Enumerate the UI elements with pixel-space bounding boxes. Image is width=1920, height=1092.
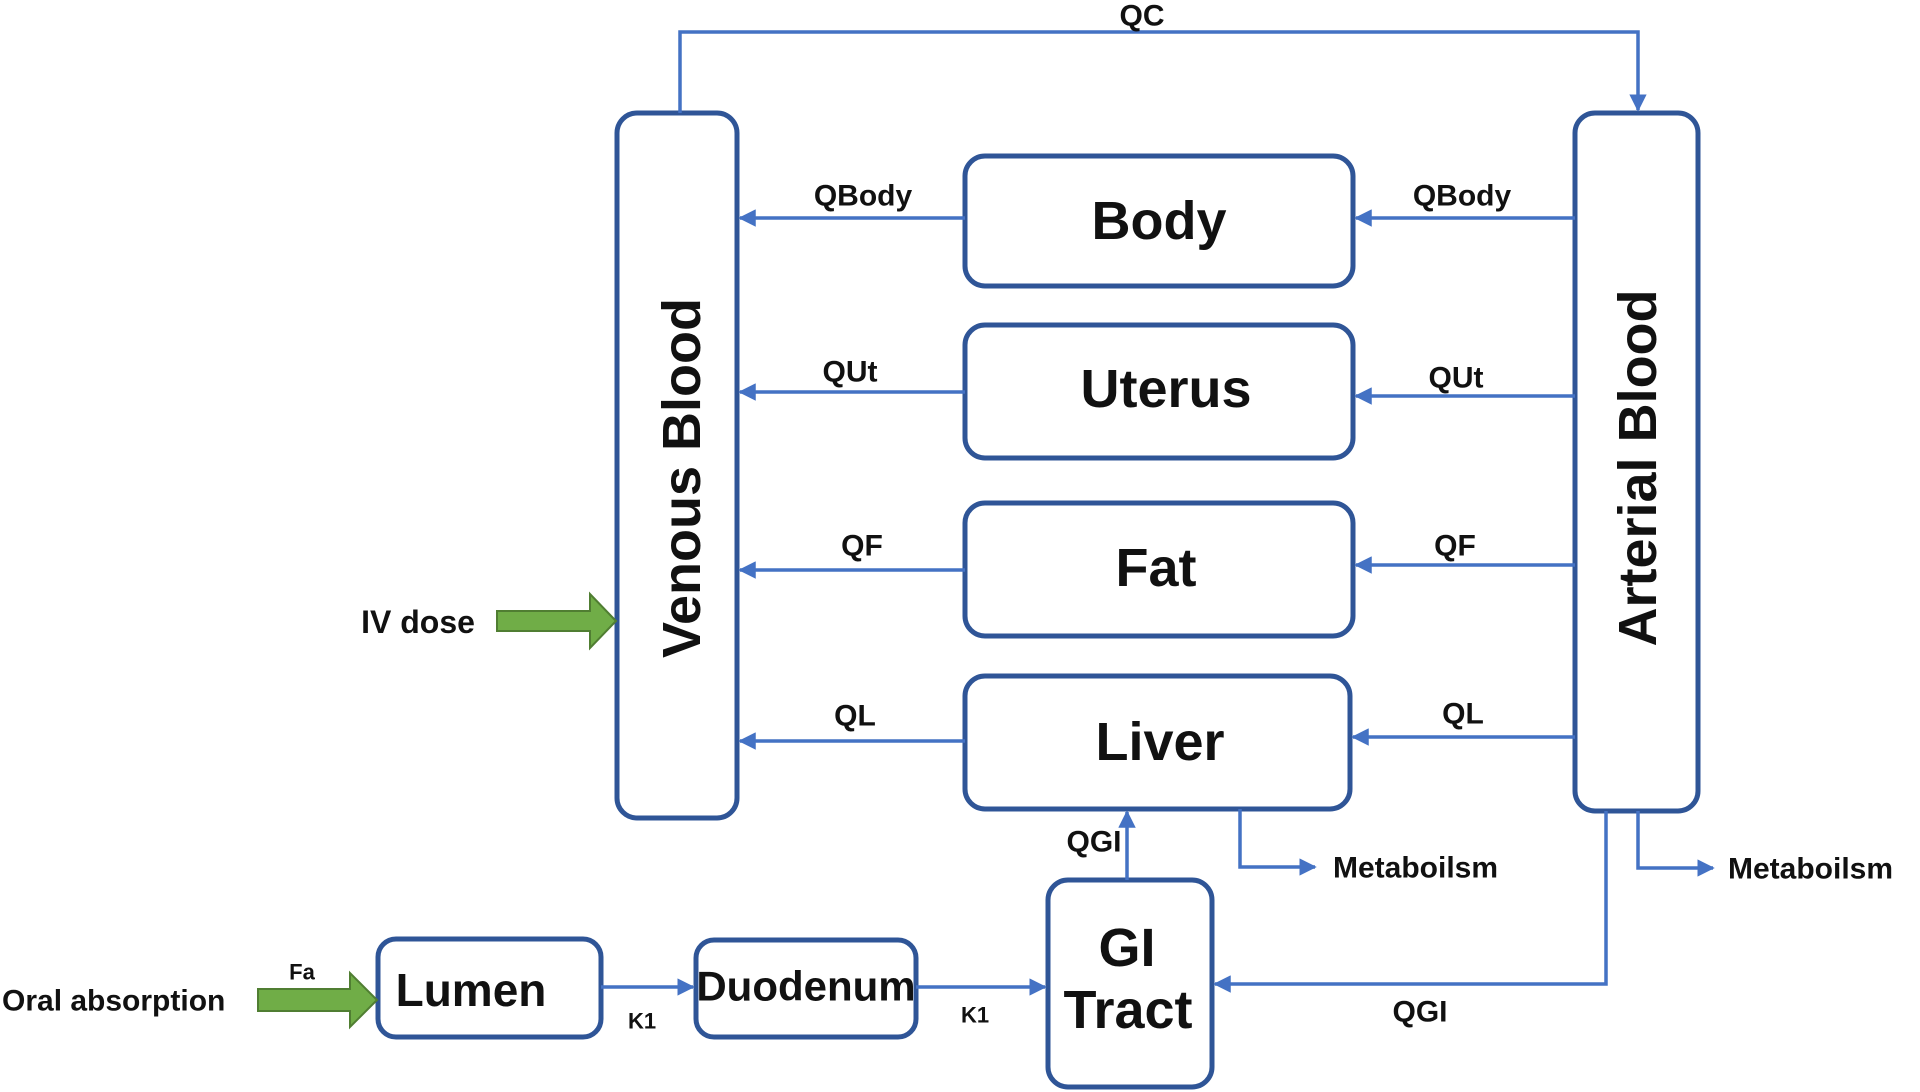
qc-flow-label: QC: [1120, 0, 1165, 33]
gi-tract-box: [1045, 877, 1215, 1090]
ql-venous-label: QL: [834, 700, 876, 733]
uterus-label: Uterus: [1080, 359, 1251, 419]
ql-arterial-label: QL: [1442, 698, 1484, 731]
duodenum-label: Duodenum: [696, 963, 915, 1010]
k1-lumen-label: K1: [628, 1009, 656, 1034]
qf-venous-label: QF: [841, 530, 883, 563]
metabolism-liver-label: Metaboilsm: [1333, 852, 1498, 885]
venous-blood-box: [614, 110, 740, 821]
qut-arterial-label: QUt: [1429, 362, 1484, 395]
metabolism-arterial-label: Metaboilsm: [1728, 853, 1893, 886]
gi-tract-label-line1: GI: [1098, 918, 1155, 978]
metabolism-arterial-arrow: [1636, 811, 1715, 877]
liver-label: Liver: [1095, 712, 1224, 772]
fat-label: Fat: [1116, 538, 1197, 598]
arterial-blood-label: Arterial Blood: [1608, 289, 1668, 646]
body-label: Body: [1092, 191, 1227, 251]
k1-duodenum-label: K1: [961, 1003, 989, 1028]
qbody-arterial-label: QBody: [1413, 180, 1512, 213]
fa-label: Fa: [289, 960, 315, 985]
lumen-label: Lumen: [396, 964, 547, 1016]
body-box: [962, 153, 1356, 289]
qc-flow-line: [678, 30, 1647, 113]
qgi-liver-label: QGI: [1066, 826, 1121, 859]
gi-tract-label-line2: Tract: [1063, 980, 1192, 1040]
qut-venous-label: QUt: [823, 356, 878, 389]
qgi-arterial-arrow: [1213, 811, 1608, 993]
iv-dose-label: IV dose: [361, 604, 475, 640]
metabolism-liver-arrow: [1238, 809, 1317, 876]
qbody-venous-label: QBody: [814, 180, 913, 213]
qgi-arterial-label: QGI: [1392, 996, 1447, 1029]
venous-blood-label: Venous Blood: [652, 298, 712, 658]
oral-absorption-label: Oral absorption: [2, 985, 225, 1018]
iv-dose-arrow: [496, 591, 618, 651]
oral-absorption-arrow: [257, 970, 379, 1030]
qf-arterial-label: QF: [1434, 530, 1476, 563]
